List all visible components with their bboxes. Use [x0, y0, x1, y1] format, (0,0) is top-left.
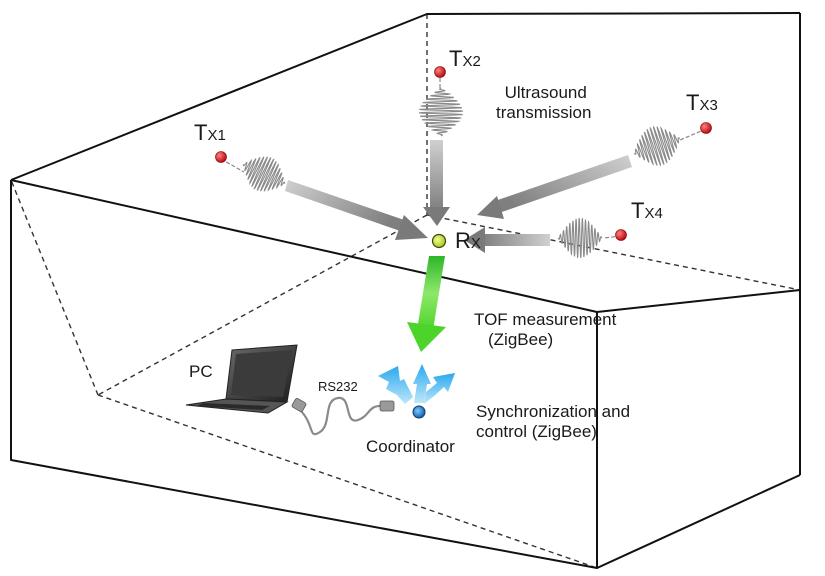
- ultrasound-wave-packet: [242, 156, 286, 192]
- ultrasound-wave-packet: [634, 125, 680, 167]
- tx4-label: TX4: [631, 198, 663, 223]
- sync-arrows: [378, 364, 455, 404]
- transmitter-dot-icon: [615, 229, 627, 241]
- tof-label: TOF measurement (ZigBee): [474, 310, 617, 349]
- coordinator-label: Coordinator: [366, 437, 455, 456]
- tx2-label: TX2: [449, 46, 481, 71]
- ultrasound-arrow-tx2: [423, 140, 450, 226]
- ultrasound-label: Ultrasound transmission: [496, 83, 592, 122]
- rs232-connector-left: [291, 398, 307, 412]
- coordinator-dot-icon: [412, 405, 426, 419]
- receiver-dot-icon: [431, 233, 447, 249]
- tof-arrow: [407, 256, 446, 352]
- ultrasound-arrow-tx1: [285, 180, 428, 240]
- tx3-label: TX3: [686, 90, 718, 115]
- ultrasound-wave-packet: [418, 87, 464, 137]
- transmitter-dot-icon: [215, 151, 227, 163]
- ultrasound-wave-icon: [242, 87, 680, 259]
- ultrasound-wave-packet: [557, 217, 603, 259]
- transmitter-dot-icon: [700, 122, 712, 134]
- room-box: [10, 12, 801, 569]
- pc-label: PC: [189, 362, 213, 381]
- rs232-cable-icon: [298, 396, 384, 436]
- transmitter-dot-icon: [434, 66, 446, 78]
- ultrasound-arrow-tx3: [477, 155, 632, 219]
- tx1-label: TX1: [194, 120, 226, 145]
- rx-label: RX: [455, 228, 481, 253]
- rs232-connector-right: [379, 400, 395, 412]
- laptop-icon: [185, 344, 298, 414]
- rs232-label: RS232: [318, 379, 358, 394]
- ultrasound-arrow-tx4: [464, 227, 550, 253]
- sync-label: Synchronization and control (ZigBee): [476, 402, 631, 441]
